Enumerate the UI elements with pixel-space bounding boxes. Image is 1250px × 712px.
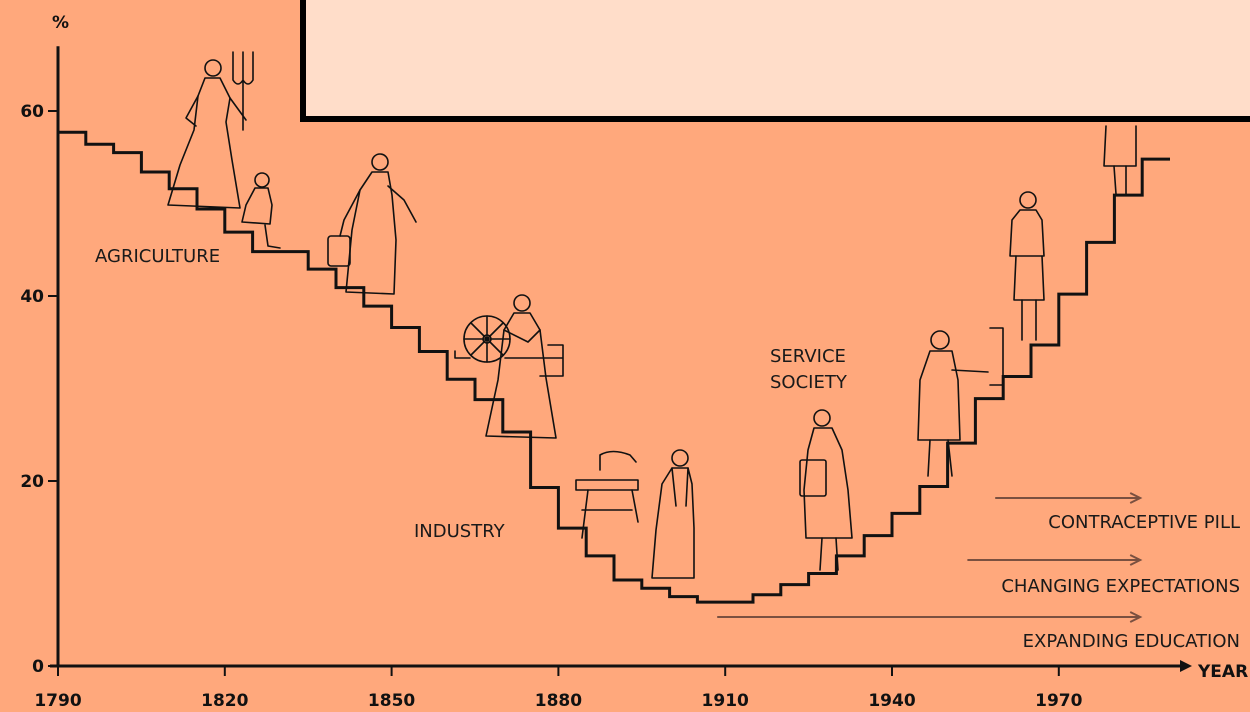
y-tick-label: 20 [20, 472, 44, 492]
factory-woman-figure [651, 449, 695, 579]
x-axis-arrowhead [1180, 660, 1192, 672]
y-tick-label: 60 [20, 102, 44, 122]
child-figure [241, 172, 281, 249]
x-tick-label: 1790 [34, 691, 81, 711]
agriculture-label: AGRICULTURE [95, 246, 220, 267]
factor-arrow-label: EXPANDING EDUCATION [1023, 631, 1240, 652]
sewing-machine [575, 450, 639, 539]
blank-overlay-box [300, 0, 1250, 122]
illustrations [167, 42, 1137, 579]
factor-arrowhead [1129, 554, 1143, 566]
farm-woman-figure [167, 51, 254, 209]
factor-arrows: CONTRACEPTIVE PILL CHANGING EXPECTATIONS E… [717, 492, 1240, 652]
modern-woman-legs [1103, 125, 1137, 195]
spinning-wheel [454, 315, 564, 377]
spinner-woman-figure [485, 294, 557, 439]
annotations: AGRICULTURE INDUSTRY SERVICE SOCIETY [95, 246, 848, 542]
x-axis-label: YEAR [1197, 662, 1248, 682]
x-tick-label: 1910 [702, 691, 749, 711]
y-tick-label: 40 [20, 287, 44, 307]
milkmaid-figure [327, 153, 417, 295]
series-step-line [58, 130, 1170, 604]
axes: 0 20 40 60 1790 1820 1850 1880 1910 1940 1970 % Y… [20, 13, 1248, 711]
office-woman-figure [917, 327, 1004, 477]
x-tick-label: 1850 [368, 691, 415, 711]
factor-arrow-label: CHANGING EXPECTATIONS [1001, 576, 1240, 597]
factor-arrowhead [1129, 611, 1143, 623]
x-tick-label: 1970 [1035, 691, 1082, 711]
x-tick-label: 1880 [535, 691, 582, 711]
x-tick-label: 1820 [201, 691, 248, 711]
service-woman-figure [799, 409, 853, 571]
y-ticks: 0 20 40 60 [20, 102, 58, 677]
service-label-line1: SERVICE [770, 346, 846, 367]
x-ticks: 1790 1820 1850 1880 1910 1940 1970 [34, 666, 1083, 711]
x-tick-label: 1940 [868, 691, 915, 711]
factor-arrowhead [1129, 492, 1143, 504]
modern-woman-figure [1009, 191, 1045, 341]
factor-arrow-label: CONTRACEPTIVE PILL [1048, 512, 1240, 533]
service-label-line2: SOCIETY [770, 372, 848, 393]
y-axis-label: % [52, 13, 69, 33]
industry-label: INDUSTRY [414, 521, 506, 542]
y-tick-label: 0 [32, 657, 44, 677]
